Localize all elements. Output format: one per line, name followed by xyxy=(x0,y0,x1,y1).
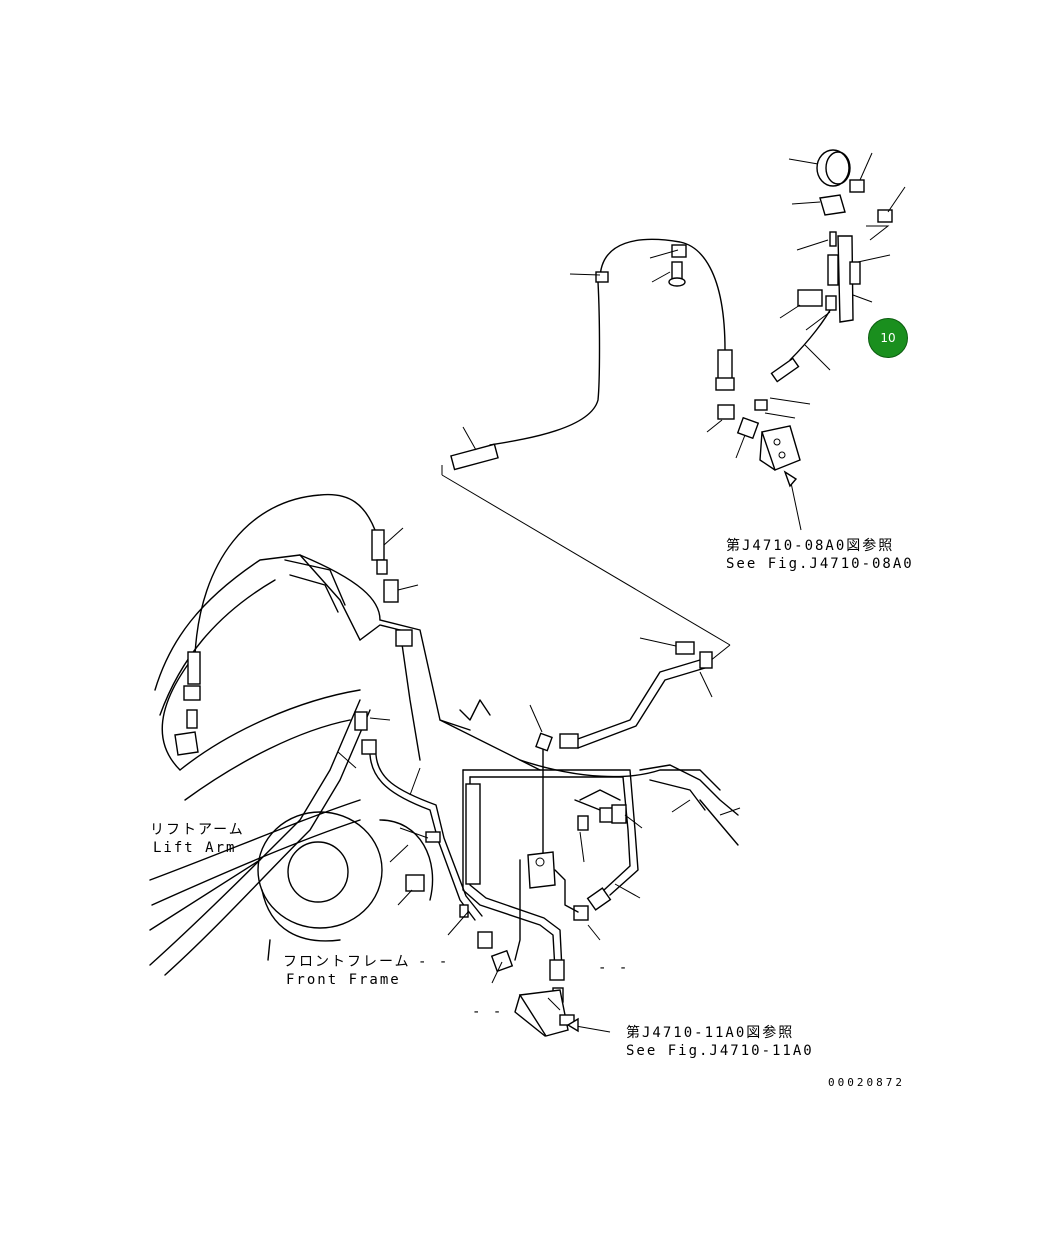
callout-badge-10[interactable]: 10 xyxy=(868,318,908,358)
dash-marker: - - xyxy=(598,960,630,976)
upper-hose-assembly xyxy=(450,238,834,471)
middle-pipe-assembly xyxy=(535,641,713,861)
rect-pipe-frame xyxy=(462,769,639,1037)
lift-arm-structure xyxy=(149,493,739,976)
reference-label-lower-en: See Fig.J4710-11A0 xyxy=(626,1043,814,1059)
left-pipe-assembly xyxy=(174,529,514,973)
gauge-bracket-assembly xyxy=(797,149,893,323)
reference-label-upper-jp: 第J4710-08A0図参照 xyxy=(726,538,895,554)
reference-label-upper-en: See Fig.J4710-08A0 xyxy=(726,556,914,572)
lift-arm-label-jp: リフトアーム xyxy=(150,822,245,838)
dash-marker: - - xyxy=(418,954,450,970)
dash-marker: - - xyxy=(472,1004,504,1020)
connection-lines xyxy=(441,465,731,666)
leader-lines xyxy=(337,152,906,1033)
lift-arm-label-en: Lift Arm xyxy=(153,840,237,856)
front-frame-label-jp: フロントフレーム xyxy=(283,954,411,970)
drawing-number: 00020872 xyxy=(828,1076,905,1089)
front-frame-label-en: Front Frame xyxy=(286,972,401,988)
reference-label-lower-jp: 第J4710-11A0図参照 xyxy=(626,1025,795,1041)
